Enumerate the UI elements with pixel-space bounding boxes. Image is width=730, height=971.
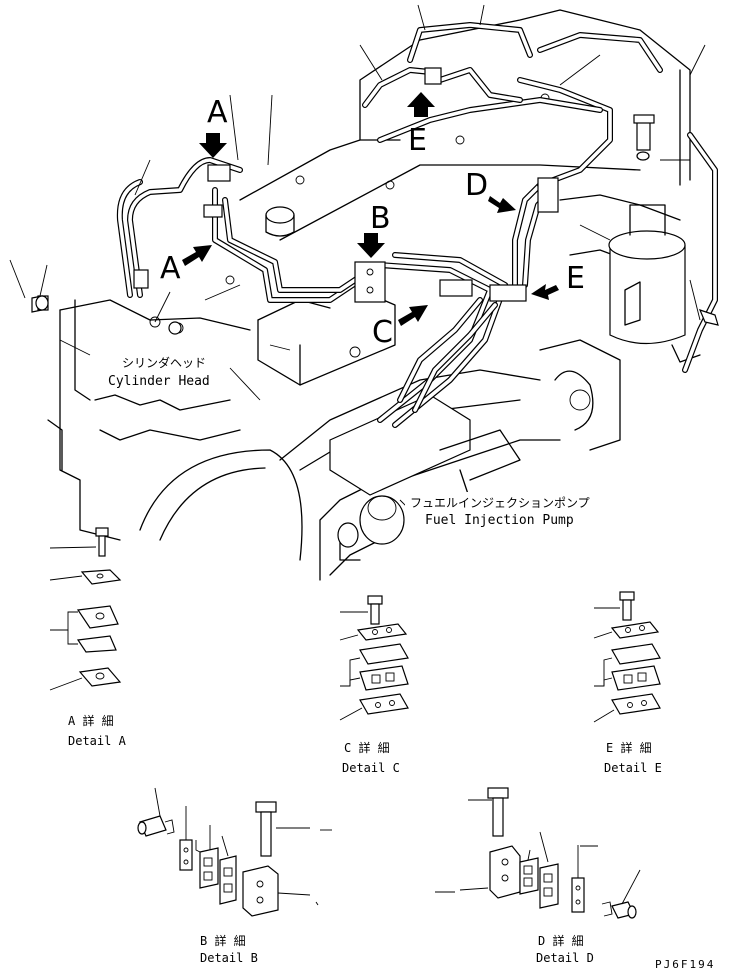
bolts-main xyxy=(31,114,719,335)
detail-b-title-jp: B 詳 細 xyxy=(200,933,246,948)
fuel-pump-label-en: Fuel Injection Pump xyxy=(425,513,574,528)
callout-b: B xyxy=(370,201,391,236)
detail-e-title-jp: E 詳 細 xyxy=(606,740,652,755)
detail-a-title-jp: A 詳 細 xyxy=(68,713,114,728)
callout-a-left: A xyxy=(160,251,181,286)
cylinder-head-label-en: Cylinder Head xyxy=(108,374,210,389)
detail-e-parts xyxy=(593,591,661,723)
detail-c-title-jp: C 詳 細 xyxy=(344,740,390,755)
detail-a-title-en: Detail A xyxy=(68,734,127,748)
callout-d: D xyxy=(465,168,488,203)
leader-lines xyxy=(9,4,706,521)
fuel-pump-label-jp: フュエルインジェクションポンプ xyxy=(410,496,590,510)
detail-d-title-jp: D 詳 細 xyxy=(538,933,584,948)
fuel-injection-pipes xyxy=(116,22,718,428)
detail-c-title-en: Detail C xyxy=(342,761,400,775)
detail-e-title-en: Detail E xyxy=(604,761,662,775)
callout-e-top: E xyxy=(408,123,427,158)
callout-a-top: A xyxy=(207,95,228,130)
cylinder-head-label-jp: シリンダヘッド xyxy=(122,355,206,370)
detail-d-parts xyxy=(435,787,641,919)
detail-b-parts xyxy=(137,787,332,917)
callout-arrows xyxy=(182,92,559,326)
detail-b-title-en: Detail B xyxy=(200,951,258,965)
detail-c-parts xyxy=(339,595,409,721)
drawing-code: PJ6F194 xyxy=(655,958,715,971)
callout-c: C xyxy=(372,315,393,350)
detail-d-title-en: Detail D xyxy=(536,951,594,965)
callout-e-right: E xyxy=(566,261,585,296)
detail-a-parts xyxy=(49,527,122,691)
pipe-clamps xyxy=(133,67,559,303)
